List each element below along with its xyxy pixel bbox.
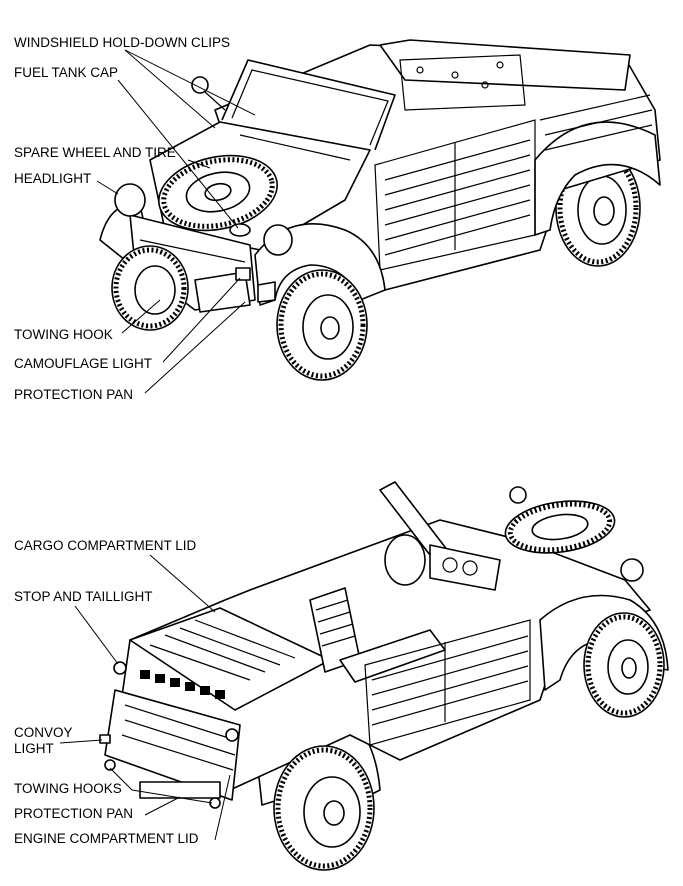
protection-pan-rear-part <box>139 781 221 799</box>
windshield-frame <box>221 59 396 151</box>
top-leader-lines <box>96 49 256 394</box>
label-towing-hooks: TOWING HOOKS <box>14 781 122 796</box>
label-cargo-compartment-lid: CARGO COMPARTMENT LID <box>14 538 197 553</box>
label-headlight: HEADLIGHT <box>14 171 91 186</box>
label-spare-wheel-and-tire: SPARE WHEEL AND TIRE <box>14 145 176 160</box>
headlight-right <box>263 224 293 256</box>
dashboard <box>429 544 501 591</box>
engine-compartment-lid-part <box>104 689 241 801</box>
label-protection-pan-top: PROTECTION PAN <box>14 387 133 402</box>
label-towing-hook: TOWING HOOK <box>14 327 113 342</box>
vehicle-front-view <box>99 39 661 381</box>
rear-seat-back <box>399 54 526 111</box>
fuel-tank-cap-part <box>229 223 251 237</box>
bottom-leader-lines <box>59 554 231 841</box>
spare-wheel <box>158 154 278 232</box>
top-labels: WINDSHIELD HOLD-DOWN CLIPS FUEL TANK CAP… <box>14 35 230 402</box>
vehicle-rear-view <box>99 481 669 871</box>
front-wheel-rear-view <box>583 612 665 718</box>
stop-and-taillight-part <box>113 661 127 675</box>
label-protection-pan-bottom: PROTECTION PAN <box>14 806 133 821</box>
door-panels <box>374 94 653 271</box>
front-wheel-left <box>111 245 189 331</box>
label-convoy: CONVOY <box>14 725 73 740</box>
engine-louvres <box>140 670 225 699</box>
convoy-light-part <box>99 734 111 744</box>
headlight-left <box>114 183 146 217</box>
label-windshield-hold-down-clips: WINDSHIELD HOLD-DOWN CLIPS <box>14 35 230 50</box>
spare-wheel-rear-view <box>504 500 616 554</box>
front-headlight-rear-view <box>620 558 644 582</box>
bottom-labels: CARGO COMPARTMENT LID STOP AND TAILLIGHT… <box>14 538 199 846</box>
rear-door-panels <box>364 619 531 746</box>
label-engine-compartment-lid: ENGINE COMPARTMENT LID <box>14 831 199 846</box>
label-convoy-light: LIGHT <box>14 741 54 756</box>
label-camouflage-light: CAMOUFLAGE LIGHT <box>14 356 152 371</box>
steering-wheel <box>384 534 426 586</box>
label-fuel-tank-cap: FUEL TANK CAP <box>14 65 118 80</box>
label-stop-and-taillight: STOP AND TAILLIGHT <box>14 589 153 604</box>
rear-wheel-rear-view <box>273 745 375 871</box>
front-wheel-right <box>276 269 368 381</box>
camouflage-light-part <box>235 267 251 281</box>
